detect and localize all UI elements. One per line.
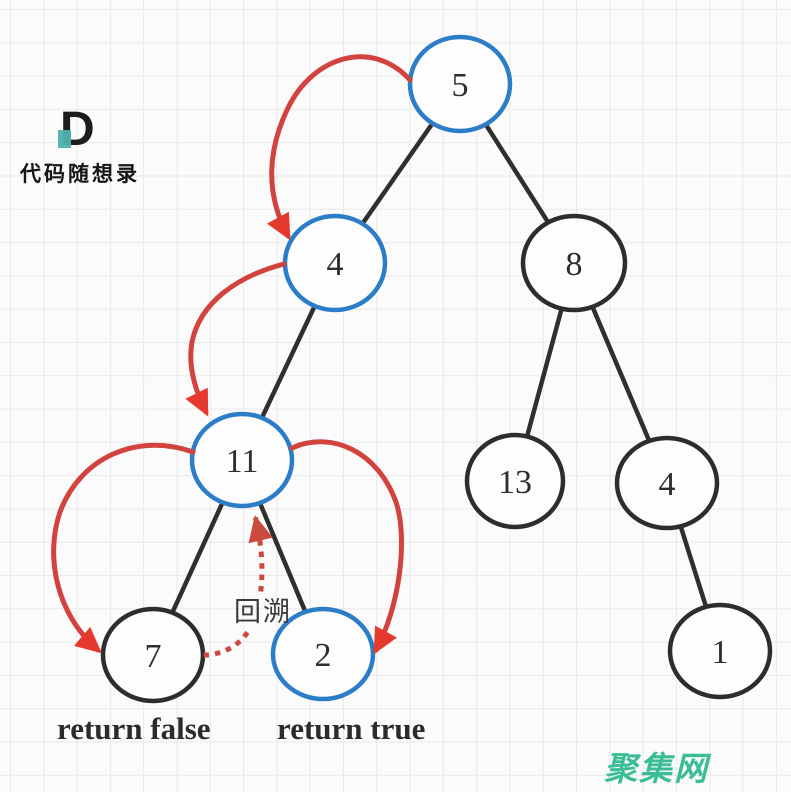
arrow-11-to-7 xyxy=(51,442,196,654)
arrow-4-to-11 xyxy=(185,261,287,417)
tree-node-value-n11: 11 xyxy=(226,443,259,480)
tree-node-n7 xyxy=(100,606,206,704)
backtrack-label: 回溯 xyxy=(234,597,292,627)
tree-node-n13 xyxy=(464,432,566,530)
watermark: 聚集网 xyxy=(604,750,709,787)
tree-node-n1 xyxy=(667,602,773,700)
tree-node-n8 xyxy=(520,213,628,313)
tree-node-n11 xyxy=(189,411,295,509)
tree-node-value-n8: 8 xyxy=(566,246,583,283)
tree-node-value-n5: 5 xyxy=(452,67,469,104)
logo-accent-bar xyxy=(58,130,71,148)
return-true-label: return true xyxy=(277,711,426,746)
tree-node-value-n13: 13 xyxy=(498,464,532,501)
arrow-5-to-4 xyxy=(266,54,413,241)
return-false-label: return false xyxy=(57,711,211,746)
traversal-arrows xyxy=(51,54,413,658)
backtrack-curve xyxy=(203,624,254,658)
logo-title: 代码随想录 xyxy=(20,162,140,186)
tree-node-value-n1: 1 xyxy=(712,634,729,671)
tree-node-value-n2: 2 xyxy=(315,637,332,674)
arrow-11-to-2 xyxy=(289,439,405,655)
tree-node-n2 xyxy=(270,606,376,702)
tree-nodes: 5 4 8 11 13 4 7 2 1 xyxy=(100,34,773,704)
logo-d-icon: D xyxy=(58,106,95,154)
tree-node-n4r xyxy=(614,435,720,531)
tree-node-value-n4r: 4 xyxy=(659,466,676,503)
backtrack-arrow xyxy=(248,515,273,592)
tree-edges xyxy=(150,81,723,658)
tree-node-n5 xyxy=(407,34,513,134)
tree-node-value-n4: 4 xyxy=(327,246,344,283)
tree-node-value-n7: 7 xyxy=(145,638,162,675)
